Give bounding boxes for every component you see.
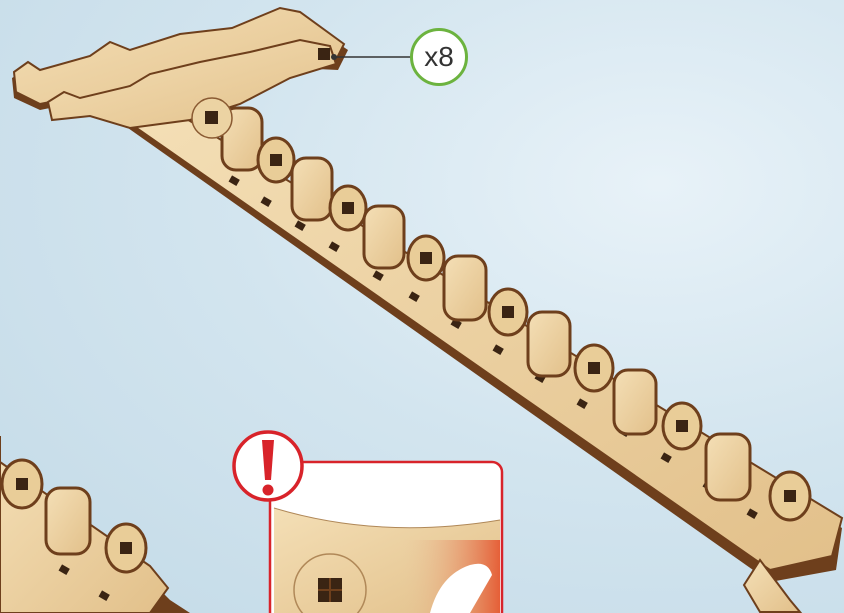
- detail-inset: [270, 462, 502, 613]
- roller-blocks: [222, 108, 810, 520]
- secondary-beam: [0, 430, 190, 613]
- warning-exclamation-icon: [234, 432, 302, 500]
- quantity-callout-badge: x8: [410, 28, 468, 86]
- quantity-label: x8: [424, 41, 454, 73]
- pivot-arm: [12, 8, 348, 138]
